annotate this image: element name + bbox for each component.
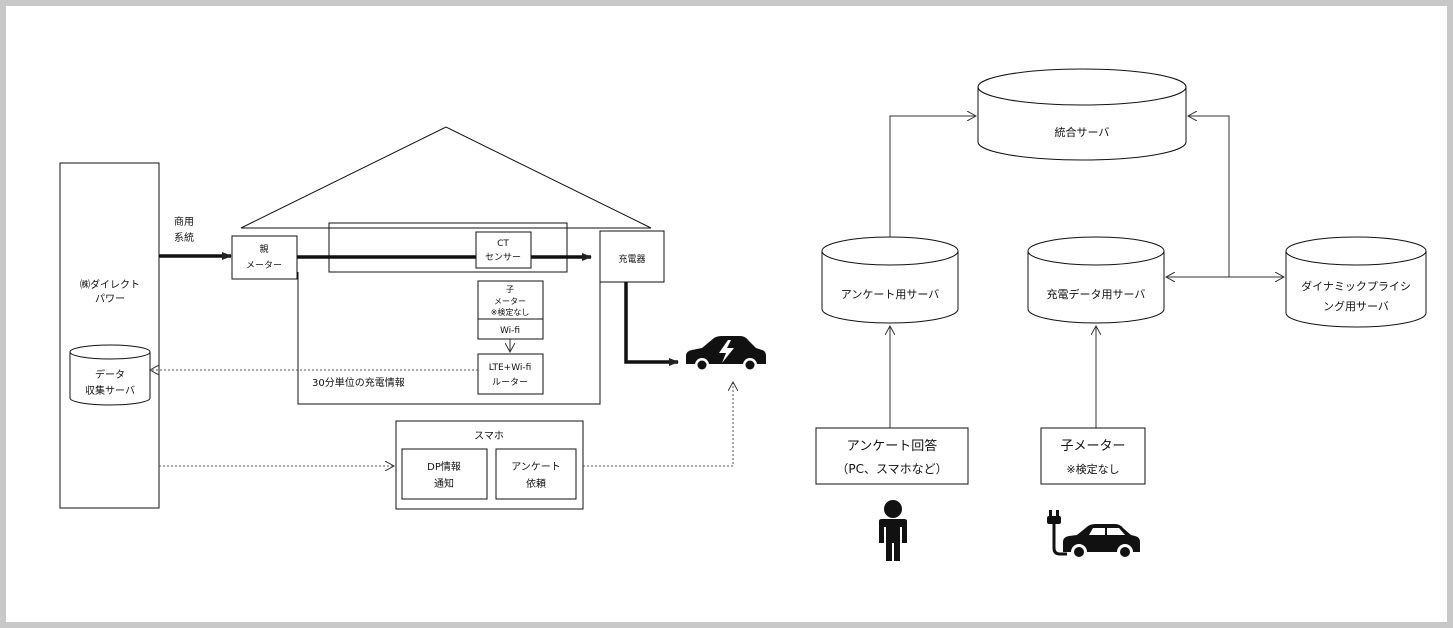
company-name-line2: パワー bbox=[95, 293, 125, 305]
parent-meter-box: 親 メーター bbox=[231, 235, 298, 280]
router-line1: LTE+Wi-fi bbox=[489, 363, 532, 373]
integrated-server-label: 統合サーバ bbox=[1055, 125, 1110, 139]
child-meter-line2: メーター bbox=[494, 297, 526, 306]
survey-server-label: アンケート用サーバ bbox=[841, 288, 939, 301]
charger-label: 充電器 bbox=[618, 253, 645, 265]
charge-server-label: 充電データ用サーバ bbox=[1047, 287, 1146, 301]
ct-sensor-line1: CT bbox=[497, 239, 509, 249]
parent-meter-line2: メーター bbox=[246, 260, 282, 271]
smartphone-to-ev-arrow bbox=[583, 382, 733, 467]
data-server-label-line2: 収集サーバ bbox=[85, 384, 135, 397]
dynamic-server-line2: ング用サーバ bbox=[1323, 299, 1389, 313]
data-collection-server: データ 収集サーバ bbox=[69, 344, 151, 406]
dynamic-pricing-server: ダイナミックプライシ ング用サーバ bbox=[1285, 236, 1427, 328]
link-to-integrated-arrow bbox=[1188, 116, 1230, 277]
right-child-meter-box: 子メーター ※検定なし bbox=[1040, 427, 1146, 485]
ev-plug-car-icon bbox=[1047, 510, 1140, 560]
wifi-box: Wi-fi bbox=[477, 318, 544, 340]
dp-info-line2: 通知 bbox=[434, 477, 454, 490]
survey-server: アンケート用サーバ bbox=[821, 236, 959, 324]
smartphone-title: スマホ bbox=[474, 430, 504, 442]
data-server-label-line1: データ bbox=[95, 368, 125, 381]
dynamic-server-line1: ダイナミックプライシ bbox=[1301, 279, 1411, 293]
charger-to-ev-line bbox=[624, 282, 679, 366]
house-outline bbox=[240, 126, 652, 405]
router-box: LTE+Wi-fi ルーター bbox=[477, 353, 544, 395]
integrated-server: 統合サーバ bbox=[977, 68, 1187, 161]
router-line2: ルーター bbox=[492, 377, 528, 388]
person-icon bbox=[879, 500, 907, 561]
survey-to-integrated-arrow bbox=[889, 116, 976, 237]
survey-answer-box: アンケート回答 （PC、スマホなど） bbox=[815, 427, 969, 485]
electric-car-icon bbox=[686, 336, 766, 372]
survey-request-line1: アンケート bbox=[511, 461, 561, 473]
wiring-box bbox=[328, 222, 568, 273]
grid-label-line1: 商用 bbox=[174, 215, 194, 228]
ct-sensor-line2: センサー bbox=[485, 252, 521, 263]
right-child-meter-line1: 子メーター bbox=[1060, 439, 1125, 454]
charge-data-server: 充電データ用サーバ bbox=[1027, 236, 1165, 324]
wifi-label: Wi-fi bbox=[500, 326, 520, 336]
child-meter-line3: ※検定なし bbox=[491, 307, 530, 317]
dp-info-box: DP情報 通知 bbox=[401, 448, 488, 500]
company-name-line1: ㈱ダイレクト bbox=[80, 278, 140, 291]
system-diagram: ㈱ダイレクト パワー データ 収集サーバ 商用 系統 親 メーター CT センサ… bbox=[59, 68, 1427, 561]
child-meter-line1: 子 bbox=[506, 285, 514, 294]
parent-meter-line1: 親 bbox=[259, 243, 268, 255]
ct-sensor-box: CT センサー bbox=[475, 231, 532, 269]
survey-request-line2: 依頼 bbox=[526, 477, 546, 490]
interval-label: 30分単位の充電情報 bbox=[312, 376, 405, 389]
charger-box: 充電器 bbox=[599, 230, 665, 283]
dp-info-line1: DP情報 bbox=[427, 460, 461, 473]
child-meter-box: 子 メーター ※検定なし bbox=[477, 280, 544, 320]
survey-answer-line2: （PC、スマホなど） bbox=[836, 462, 947, 476]
survey-answer-line1: アンケート回答 bbox=[847, 438, 937, 454]
survey-request-box: アンケート 依頼 bbox=[495, 448, 577, 500]
right-child-meter-line2: ※検定なし bbox=[1066, 462, 1119, 476]
grid-label-line2: 系統 bbox=[174, 231, 194, 244]
company-box: ㈱ダイレクト パワー bbox=[59, 162, 160, 509]
